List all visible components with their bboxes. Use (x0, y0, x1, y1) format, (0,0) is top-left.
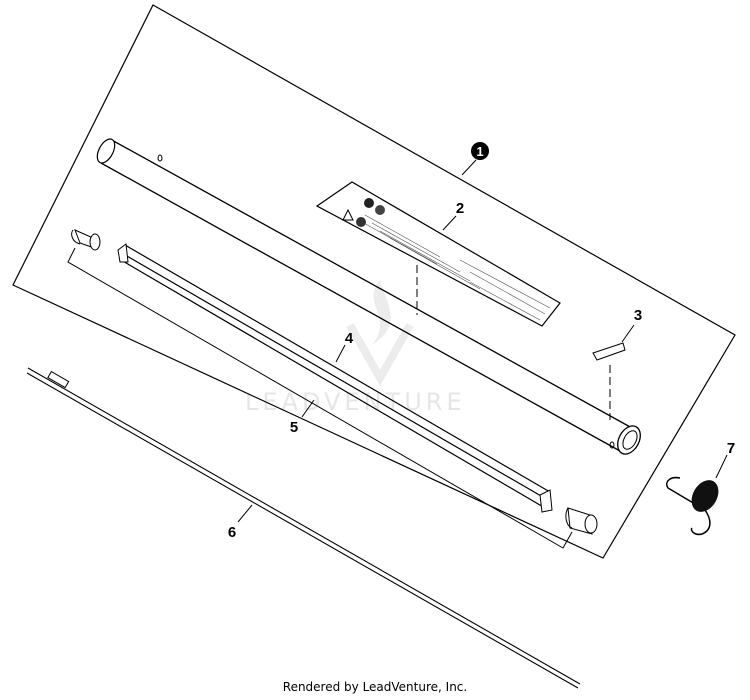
leader-lines (237, 159, 728, 523)
callout-3[interactable]: 3 (634, 307, 642, 324)
callout-7[interactable]: 7 (727, 440, 735, 457)
assembly-frame (12, 4, 736, 559)
callout-5[interactable]: 5 (290, 419, 298, 436)
callout-6[interactable]: 6 (228, 524, 236, 541)
render-credit: Rendered by LeadVenture, Inc. (282, 680, 468, 694)
callout-4[interactable]: 4 (345, 330, 354, 347)
callout-1[interactable]: 1 (471, 142, 489, 160)
part-4-liner[interactable] (117, 243, 553, 513)
bracket-line-parts-4-5 (67, 247, 573, 549)
part-5-bushing-left[interactable] (71, 229, 101, 251)
part-5-bushing-right[interactable] (565, 507, 598, 535)
svg-text:1: 1 (476, 144, 483, 159)
watermark-text: LEADVENTURE (245, 388, 466, 416)
part-2-warning-decal[interactable] (315, 181, 561, 327)
part-7-spring[interactable] (666, 475, 724, 536)
callout-2[interactable]: 2 (456, 200, 464, 217)
watermark: LEADVENTURE (245, 280, 466, 416)
part-3-clip[interactable] (592, 342, 626, 361)
part-6-drive-shaft[interactable] (26, 367, 581, 689)
part-1-tube[interactable] (94, 136, 645, 458)
